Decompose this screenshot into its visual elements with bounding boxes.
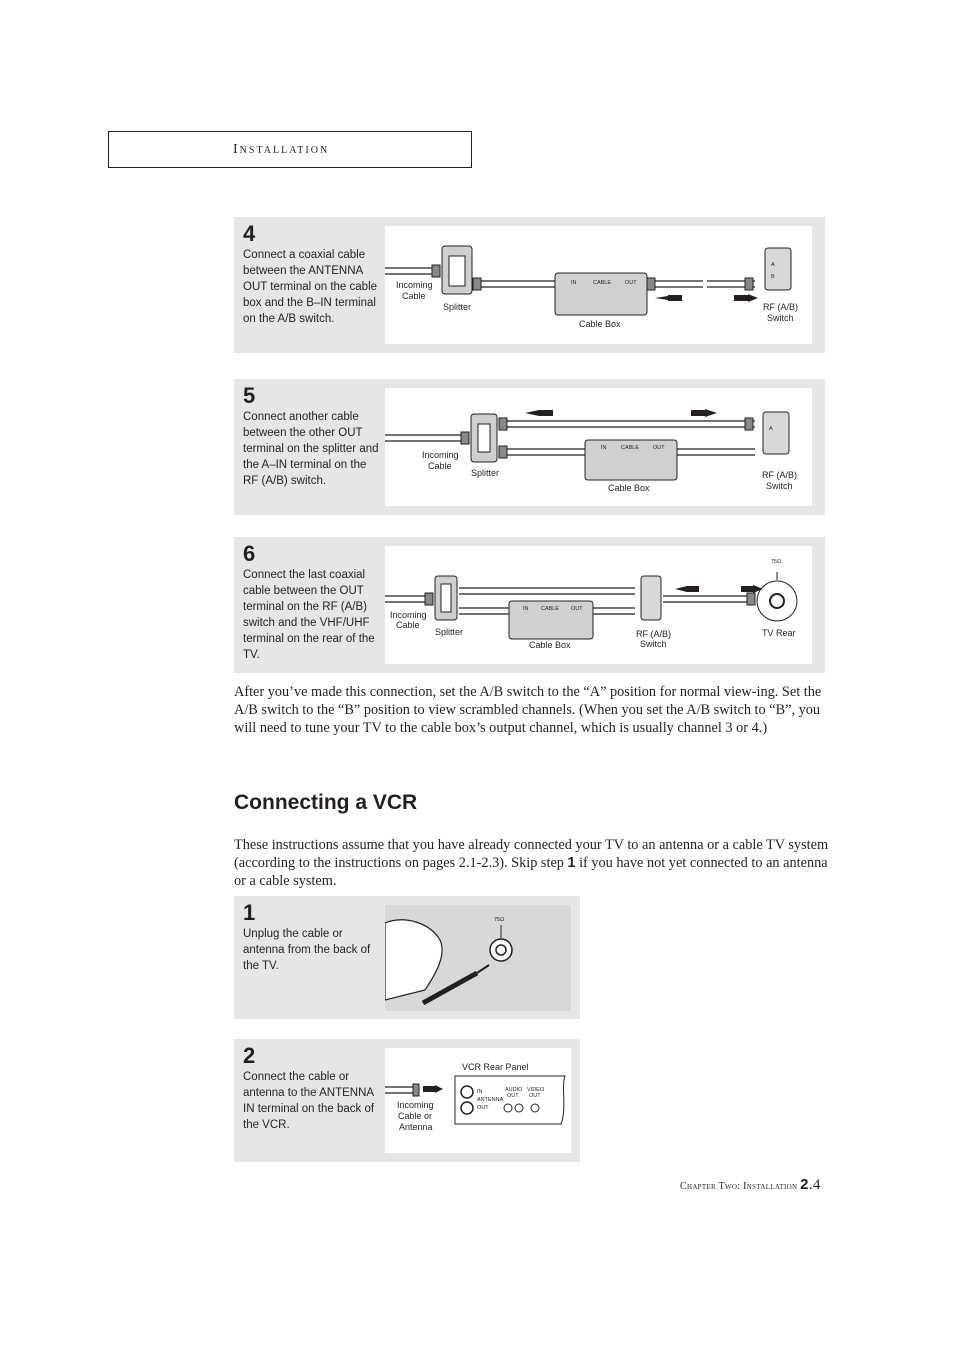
- label-a: A: [771, 262, 775, 268]
- intro-step-ref: 1: [567, 855, 576, 871]
- label-video: VIDEO: [527, 1087, 545, 1093]
- step-text: Unplug the cable or antenna from the bac…: [243, 928, 371, 972]
- page-number-bold: 2: [800, 1176, 809, 1193]
- step-number: 2: [243, 1043, 256, 1068]
- label-rf-ab: RF (A/B): [763, 302, 798, 312]
- label-in: IN: [571, 280, 577, 286]
- step-number: 1: [243, 900, 256, 925]
- label-out: OUT: [571, 606, 583, 612]
- section-title: Installation: [233, 142, 330, 157]
- label-switch: Switch: [767, 313, 794, 323]
- vcr-step-1-box: 1 Unplug the cable or antenna from the b…: [234, 896, 580, 1019]
- label-rf-ab: RF (A/B): [762, 470, 797, 480]
- label-in: IN: [601, 445, 607, 451]
- step-text: Connect the cable or antenna to the ANTE…: [243, 1071, 375, 1131]
- label-cable: Cable: [428, 461, 452, 471]
- footer-chapter: Chapter Two: Installation: [680, 1181, 798, 1192]
- label-out: OUT: [625, 280, 637, 286]
- vcr-rear-illustration: VCR Rear Panel IN ANTENNA OUT AUDIO VIDE…: [385, 1048, 571, 1153]
- label-audio: AUDIO: [505, 1087, 523, 1093]
- label-incoming: Incoming: [396, 280, 433, 290]
- step-text: Connect a coaxial cable between the ANTE…: [243, 249, 378, 325]
- step-4-diagram: Incoming Cable Splitter IN CABLE OUT A B…: [385, 226, 812, 344]
- label-out: OUT: [507, 1093, 519, 1099]
- page-footer: Chapter Two: Installation 2.4: [680, 1176, 821, 1194]
- label-ohm: 75Ω: [771, 559, 781, 565]
- after-connection-paragraph: After you’ve made this connection, set t…: [234, 684, 822, 736]
- step-4-box: 4 Connect a coaxial cable between the AN…: [234, 217, 825, 353]
- label-tv-rear: TV Rear: [762, 628, 796, 638]
- label-cable-box: Cable Box: [529, 640, 571, 650]
- label-cable-or: Cable or: [398, 1111, 432, 1121]
- step-number: 5: [243, 383, 256, 408]
- label-antenna: Antenna: [399, 1122, 433, 1132]
- label-a: A: [769, 426, 773, 432]
- step-text: Connect the last coaxial cable between t…: [243, 569, 375, 661]
- label-b: B: [771, 274, 775, 280]
- label-switch: Switch: [640, 639, 667, 649]
- vcr-heading: Connecting a VCR: [234, 791, 418, 814]
- step-6-diagram: Incoming Cable Splitter IN CABLE OUT 75Ω…: [385, 546, 812, 664]
- unplug-illustration: 75Ω: [385, 905, 571, 1011]
- label-cable-caps: CABLE: [621, 445, 639, 451]
- step-5-diagram: Incoming Cable Splitter IN CABLE OUT A C…: [385, 388, 812, 506]
- label-splitter: Splitter: [471, 468, 499, 478]
- vcr-intro-paragraph: These instructions assume that you have …: [234, 836, 830, 890]
- label-out: OUT: [529, 1093, 541, 1099]
- label-out: OUT: [653, 445, 665, 451]
- label-cable-caps: CABLE: [541, 606, 559, 612]
- step-5-box: 5 Connect another cable between the othe…: [234, 379, 825, 515]
- label-incoming: Incoming: [397, 1100, 434, 1110]
- label-switch: Switch: [766, 481, 793, 491]
- label-antenna-caps: ANTENNA: [477, 1097, 504, 1103]
- label-out: OUT: [477, 1105, 489, 1111]
- label-cable: Cable: [402, 291, 426, 301]
- label-splitter: Splitter: [435, 627, 463, 637]
- label-ohm: 75Ω: [494, 917, 504, 923]
- step-text: Connect another cable between the other …: [243, 411, 379, 487]
- step-number: 6: [243, 541, 256, 566]
- label-incoming: Incoming: [422, 450, 459, 460]
- label-in: IN: [523, 606, 529, 612]
- label-cable-box: Cable Box: [608, 483, 650, 493]
- label-incoming: Incoming: [390, 610, 427, 620]
- label-cable: Cable: [396, 620, 420, 630]
- intro-text: These instructions assume that you have …: [234, 837, 829, 871]
- vcr-step-2-box: 2 Connect the cable or antenna to the AN…: [234, 1039, 580, 1162]
- label-in: IN: [477, 1089, 483, 1095]
- label-splitter: Splitter: [443, 302, 471, 312]
- label-rf-ab: RF (A/B): [636, 629, 671, 639]
- label-vcr-rear-panel: VCR Rear Panel: [462, 1062, 529, 1072]
- page-number-rest: .4: [808, 1177, 821, 1193]
- intro-text: if you have not yet connected to an ante…: [234, 855, 828, 889]
- step-number: 4: [243, 221, 256, 246]
- label-cable-caps: CABLE: [593, 280, 611, 286]
- step-6-box: 6 Connect the last coaxial cable between…: [234, 537, 825, 673]
- section-header: Installation: [108, 131, 472, 168]
- label-cable-box: Cable Box: [579, 319, 621, 329]
